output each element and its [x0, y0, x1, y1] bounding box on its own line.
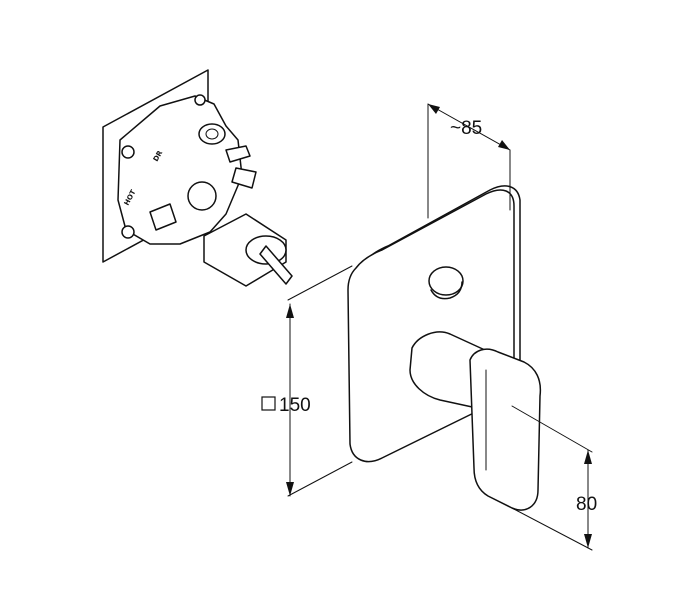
- dimension-depth-label: ~85: [450, 118, 482, 139]
- side-nozzle: [231, 167, 257, 189]
- cartridge-cylinder: [203, 213, 287, 287]
- spindle: [259, 245, 293, 285]
- handle-blade: [469, 348, 542, 511]
- inlet-boss-top: [198, 123, 226, 145]
- valve-center-boss: [187, 181, 217, 211]
- dimension-plate-size-label: 150: [279, 395, 311, 416]
- outlet-pipe: [225, 145, 251, 163]
- diverter-button: [428, 266, 464, 300]
- dimension-plate-size: 150: [261, 265, 353, 497]
- dimension-lever-height: 80: [511, 405, 597, 551]
- dimension-lever-height-label: 80: [576, 494, 597, 515]
- mount-hole: [121, 145, 135, 159]
- concealed-valve-body: DR HOT: [102, 69, 293, 287]
- square-symbol: [261, 396, 276, 411]
- diverter-stem: [149, 203, 177, 231]
- lever-handle: [409, 331, 542, 511]
- dimension-depth: ~85: [427, 103, 511, 219]
